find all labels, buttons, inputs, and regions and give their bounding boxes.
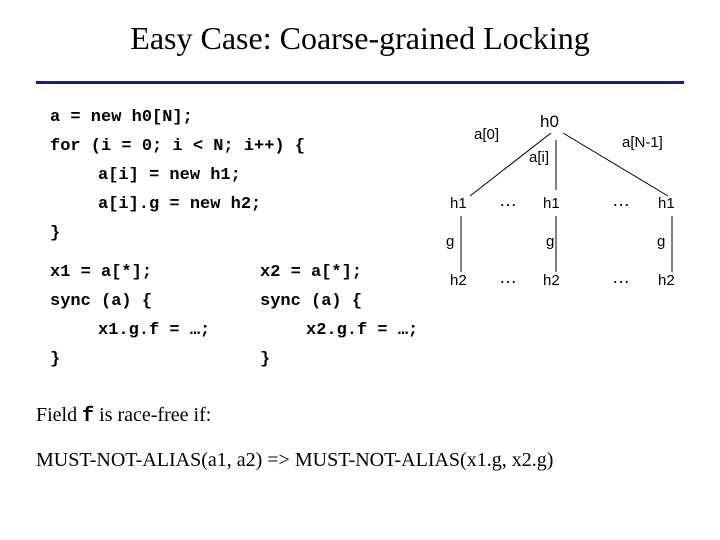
node-h2-mid: h2 <box>543 272 560 289</box>
statement-suffix: is race-free if: <box>94 404 212 426</box>
code-thread1-read: x1 = a[*]; <box>50 263 153 282</box>
ellipsis-h2-left: … <box>499 267 517 287</box>
code-thread1-write: x1.g.f = …; <box>98 321 211 340</box>
edge-label-last: a[N-1] <box>622 134 663 151</box>
node-h2-first: h2 <box>450 272 467 289</box>
code-thread2-read: x2 = a[*]; <box>260 263 363 282</box>
title-underline <box>36 81 684 84</box>
edge-label-first: a[0] <box>474 126 500 143</box>
field-label-first: g <box>446 233 455 250</box>
code-line-new-h2: a[i].g = new h2; <box>98 195 262 214</box>
field-label-last: g <box>657 233 666 250</box>
code-line-new-h1: a[i] = new h1; <box>98 166 241 185</box>
node-root-h0: h0 <box>540 112 559 131</box>
code-thread2-write: x2.g.f = …; <box>306 321 419 340</box>
race-free-condition: MUST-NOT-ALIAS(a1, a2) => MUST-NOT-ALIAS… <box>36 449 554 471</box>
node-h2-last: h2 <box>658 272 675 289</box>
code-line-for: for (i = 0; i < N; i++) { <box>50 137 306 156</box>
slide-title: Easy Case: Coarse-grained Locking <box>130 20 590 56</box>
diagram-edges <box>460 132 673 272</box>
statement-prefix: Field <box>36 404 83 426</box>
node-h1-first: h1 <box>450 195 467 212</box>
code-line-close-for: } <box>50 224 61 243</box>
ellipsis-h1-right: … <box>612 190 630 210</box>
race-free-statement: Field f is race-free if: <box>36 404 211 428</box>
code-thread2-sync: sync (a) { <box>260 292 363 311</box>
code-thread1-close: } <box>50 350 61 369</box>
node-h1-last: h1 <box>658 195 675 212</box>
code-line-alloc: a = new h0[N]; <box>50 108 193 127</box>
code-thread1-sync: sync (a) { <box>50 292 153 311</box>
ellipsis-h1-left: … <box>499 190 517 210</box>
edge-label-mid: a[i] <box>529 149 550 166</box>
ellipsis-h2-right: … <box>612 267 630 287</box>
node-h1-mid: h1 <box>543 195 560 212</box>
field-label-mid: g <box>546 233 555 250</box>
edge-root-to-last <box>562 132 669 197</box>
field-name-f: f <box>82 405 95 428</box>
edge-root-to-first <box>469 132 552 197</box>
code-thread2-close: } <box>260 350 271 369</box>
